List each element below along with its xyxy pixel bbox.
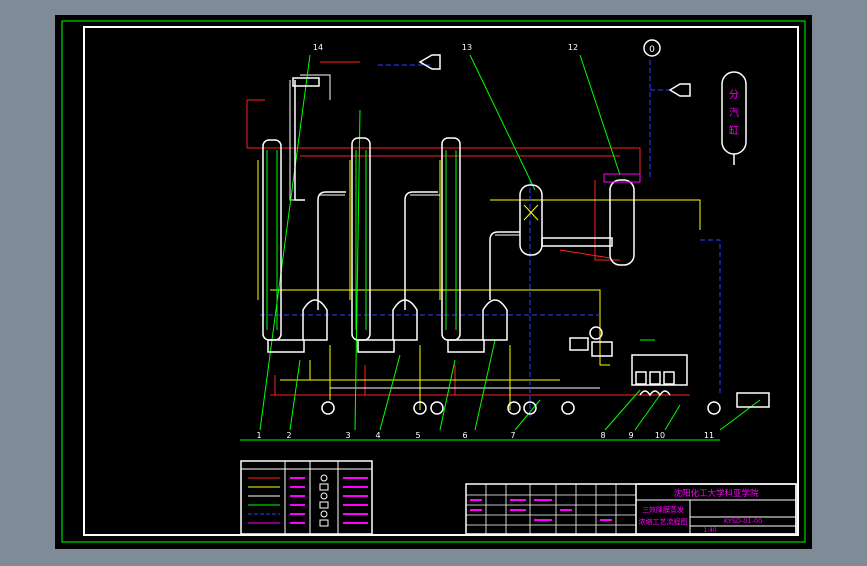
title-school: 沈阳化工大学科亚学院 [673,488,759,499]
callout-6: 6 [462,431,467,440]
product-lines [257,160,701,410]
vacuum-pump-unit [569,326,770,408]
evaporator-effect-1 [262,77,328,353]
evaporator-effect-2 [317,137,418,353]
pump-1 [321,401,335,415]
callout-11: 11 [704,431,714,440]
steam-inlet-arrow [668,83,691,97]
separator-label-2: 汽 [729,106,739,119]
evaporator-effect-3 [404,137,520,353]
outer-border [61,20,806,543]
pump-5 [523,401,537,415]
vapor-outlet-arrow [418,54,441,70]
title-scale: 1:40 [703,527,717,534]
callout-1: 1 [256,431,261,440]
callout-5: 5 [415,431,420,440]
instrument-tag: 0 [649,45,655,55]
callout-14: 14 [313,43,323,52]
callout-12: 12 [568,43,578,52]
cooling-water-lines [260,60,721,420]
callout-3: 3 [345,431,350,440]
drawing-sheet [55,15,812,549]
callout-9: 9 [628,431,633,440]
callout-2: 2 [286,431,291,440]
title-drawing-line-2: 浓缩工艺流程图 [639,517,688,526]
instrument-bubble [643,39,661,57]
pump-6 [561,401,575,415]
flow-arrows [418,54,691,97]
callout-7: 7 [510,431,515,440]
callout-13: 13 [462,43,472,52]
condenser-12 [603,173,641,266]
legend-table [240,460,373,535]
pump-7 [707,401,721,415]
pumps [321,401,721,415]
condensate-lines [259,54,761,431]
callout-4: 4 [375,431,380,440]
preheater-13 [519,184,613,256]
callout-10: 10 [655,431,665,440]
inner-border [83,26,799,536]
title-drawing-line-1: 三效降膜蒸发 [642,505,684,514]
pump-2 [413,401,427,415]
title-drawing-number: KYSD-01-00 [724,517,762,525]
callout-8: 8 [600,431,605,440]
steam-separator: 分 汽 缸 [721,71,747,165]
pump-3 [430,401,444,415]
separator-label-3: 缸 [729,124,739,137]
pump-4 [507,401,521,415]
title-block: 沈阳化工大学科亚学院 三效降膜蒸发 浓缩工艺流程图 KYSD-01-00 1:4… [465,483,797,535]
separator-label-1: 分 [729,89,739,101]
